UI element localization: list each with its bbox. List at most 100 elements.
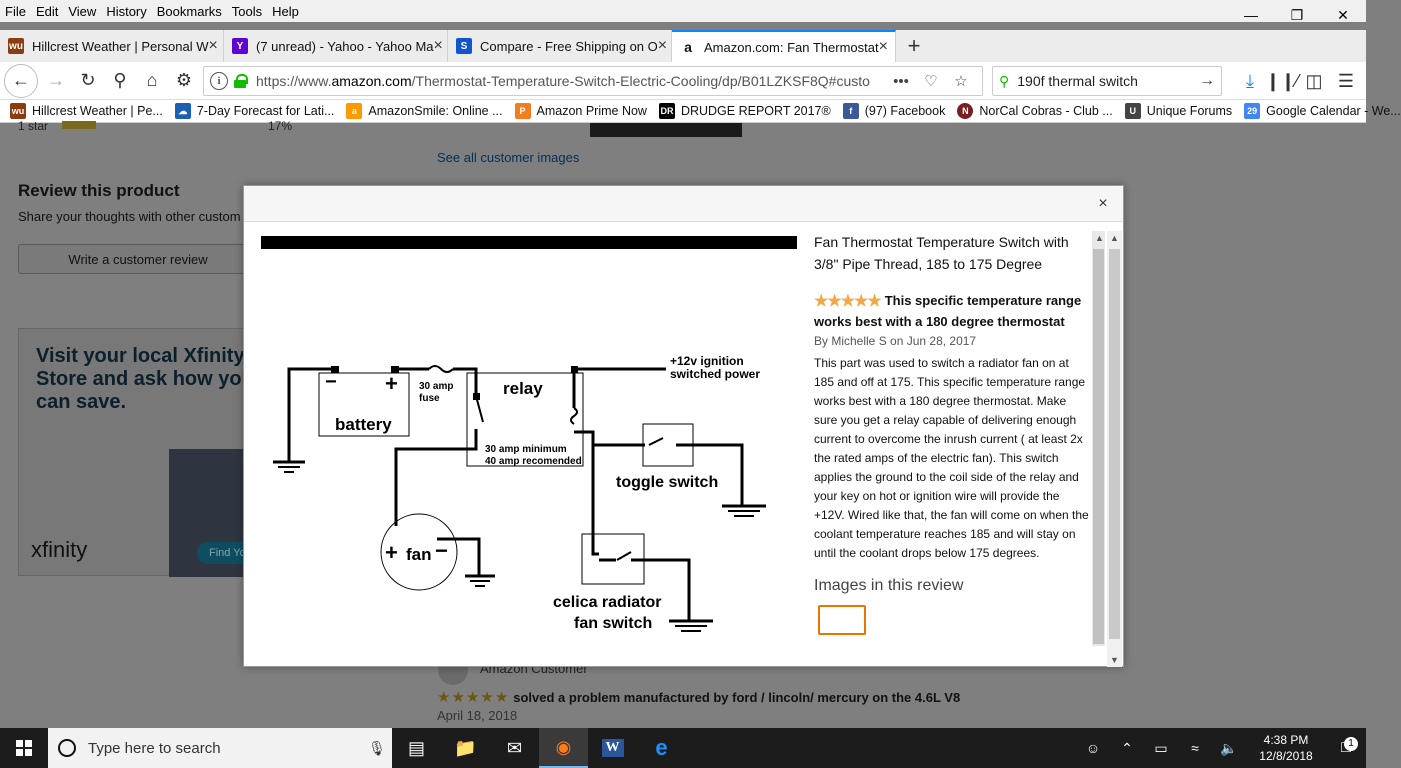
firefox-icon[interactable]: ◉ xyxy=(539,728,588,768)
bookmark-facebook[interactable]: f(97) Facebook xyxy=(842,103,945,119)
task-view-icon[interactable]: ▤ xyxy=(407,737,425,758)
scroll-up-icon[interactable]: ▲ xyxy=(1110,233,1119,243)
star-row-percent: 17% xyxy=(268,119,293,133)
bookmark-forecast[interactable]: ☁ 7-Day Forecast for Lati... xyxy=(174,103,335,119)
close-tab-icon[interactable]: × xyxy=(878,38,888,55)
url-bar[interactable]: i https://www.amazon.com/Thermostat-Temp… xyxy=(203,66,983,96)
tab-hillcrest-weather[interactable]: wu Hillcrest Weather | Personal W × xyxy=(0,30,224,62)
review-product-subtitle: Share your thoughts with other custom xyxy=(18,209,241,224)
customer-image-thumb[interactable] xyxy=(590,123,742,137)
wifi-icon[interactable]: ≈ xyxy=(1191,740,1199,756)
bookmark-label: AmazonSmile: Online ... xyxy=(368,104,503,118)
review-image-thumbnail[interactable] xyxy=(818,605,866,635)
notification-icon[interactable]: □1 xyxy=(1326,737,1366,757)
bookmark-label: Amazon Prime Now xyxy=(536,104,647,118)
close-tab-icon[interactable]: × xyxy=(208,37,218,54)
relay-min-label: 30 amp minimum xyxy=(485,444,567,455)
restore-icon[interactable]: ❐ xyxy=(1290,6,1304,23)
library-icon[interactable]: ❙❙⁄ xyxy=(1265,70,1299,91)
fan-minus: − xyxy=(435,538,448,563)
wiring-diagram-image: − + battery 30 amp fuse relay 30 amp min… xyxy=(261,236,797,632)
minimize-icon[interactable]: — xyxy=(1244,7,1258,23)
tab-compare-shipping[interactable]: S Compare - Free Shipping on O × xyxy=(448,30,672,62)
home-icon[interactable]: ⌂ xyxy=(146,70,158,90)
menu-edit[interactable]: Edit xyxy=(35,3,59,19)
mail-icon[interactable]: ✉ xyxy=(506,737,523,758)
gear-icon[interactable]: ⚙ xyxy=(175,70,193,90)
taskbar-search[interactable]: Type here to search 🎙 xyxy=(48,728,392,768)
xfinity-ad[interactable]: Visit your local Xfinity Store and ask h… xyxy=(18,328,277,577)
modal-scrollbars[interactable]: ▲ ▲ ▼ xyxy=(1092,231,1124,667)
bookmark-label: 7-Day Forecast for Lati... xyxy=(196,104,335,118)
search-bar[interactable]: ⚲ 190f thermal switch → xyxy=(992,66,1222,96)
review-title[interactable]: This specific temperature range works be… xyxy=(814,293,1082,329)
file-explorer-icon[interactable]: 📁 xyxy=(454,737,477,758)
download-icon[interactable]: ⤓ xyxy=(1246,70,1254,91)
new-tab-icon[interactable]: + xyxy=(907,33,921,58)
info-icon[interactable]: i xyxy=(210,72,228,90)
weather-cloud-icon: ☁ xyxy=(174,103,191,119)
volume-icon[interactable]: 🔈 xyxy=(1220,739,1238,756)
word-icon[interactable]: W xyxy=(588,728,637,768)
close-window-icon[interactable]: ✕ xyxy=(1337,6,1349,23)
lock-icon[interactable] xyxy=(234,74,248,88)
bookmark-label: NorCal Cobras - Club ... xyxy=(979,104,1113,118)
search-icon[interactable]: ⚲ xyxy=(113,70,127,90)
sidebar-icon[interactable]: ◫ xyxy=(1305,70,1323,91)
product-title[interactable]: Fan Thermostat Temperature Switch with 3… xyxy=(814,234,1069,272)
pocket-icon[interactable]: ♡ xyxy=(924,73,938,90)
menu-tools[interactable]: Tools xyxy=(231,3,263,19)
back-icon[interactable]: ← xyxy=(4,63,38,98)
edge-icon[interactable]: e xyxy=(655,735,668,760)
battery-minus: − xyxy=(325,371,337,393)
relay-rec-label: 40 amp recomended xyxy=(485,456,582,467)
search-placeholder[interactable]: Type here to search xyxy=(88,739,221,757)
menu-help[interactable]: Help xyxy=(272,3,299,19)
review-scroll-thumb[interactable] xyxy=(1093,249,1104,644)
forward-icon[interactable]: → xyxy=(47,70,65,90)
reload-icon[interactable]: ↻ xyxy=(80,70,96,90)
clock[interactable]: 4:38 PM 12/8/2018 xyxy=(1246,732,1326,764)
search-input[interactable]: 190f thermal switch xyxy=(1017,73,1138,89)
menu-file[interactable]: File xyxy=(5,3,26,19)
url-text[interactable]: https://www.amazon.com/Thermostat-Temper… xyxy=(256,73,870,89)
image-top-bar xyxy=(261,236,797,249)
close-tab-icon[interactable]: × xyxy=(657,37,668,54)
menu-view[interactable]: View xyxy=(68,3,97,19)
hamburger-menu-icon[interactable]: ☰ xyxy=(1337,70,1355,91)
close-tab-icon[interactable]: × xyxy=(433,37,443,54)
bookmark-star-icon[interactable]: ☆ xyxy=(954,73,968,90)
windows-start-icon[interactable] xyxy=(0,728,48,768)
close-icon[interactable]: × xyxy=(1098,195,1108,212)
system-tray: ☺ ⌃ ▭ ≈ 🔈 4:38 PM 12/8/2018 □1 xyxy=(1076,728,1366,768)
scroll-down-icon[interactable]: ▼ xyxy=(1110,655,1119,665)
page-actions-icon[interactable]: ••• xyxy=(893,72,909,90)
write-review-button[interactable]: Write a customer review xyxy=(18,244,258,274)
ignition-label-1: +12v ignition xyxy=(670,354,744,368)
menu-bookmarks[interactable]: Bookmarks xyxy=(156,3,222,19)
battery-box xyxy=(318,372,410,437)
people-icon[interactable]: ☺ xyxy=(1085,740,1101,756)
see-all-images-link[interactable]: See all customer images xyxy=(437,150,580,165)
drudge-icon: DR xyxy=(658,103,675,119)
menu-history[interactable]: History xyxy=(106,3,147,19)
fuse-label-2: fuse xyxy=(419,393,440,404)
modal-scroll-thumb[interactable] xyxy=(1109,249,1120,639)
battery-icon[interactable]: ▭ xyxy=(1154,739,1168,756)
scroll-up-icon[interactable]: ▲ xyxy=(1095,233,1104,243)
chevron-up-icon[interactable]: ⌃ xyxy=(1121,739,1133,756)
battery-plus: + xyxy=(385,371,398,396)
search-go-icon[interactable]: → xyxy=(1199,72,1215,89)
microphone-icon[interactable]: 🎙 xyxy=(368,739,386,756)
star-row-label[interactable]: 1 star xyxy=(18,119,49,133)
tab-amazon[interactable]: a Amazon.com: Fan Thermostat × xyxy=(672,30,896,62)
review-title-link[interactable]: solved a problem manufactured by ford / … xyxy=(513,689,961,705)
tab-yahoo-mail[interactable]: Y (7 unread) - Yahoo - Yahoo Ma × xyxy=(224,30,448,62)
